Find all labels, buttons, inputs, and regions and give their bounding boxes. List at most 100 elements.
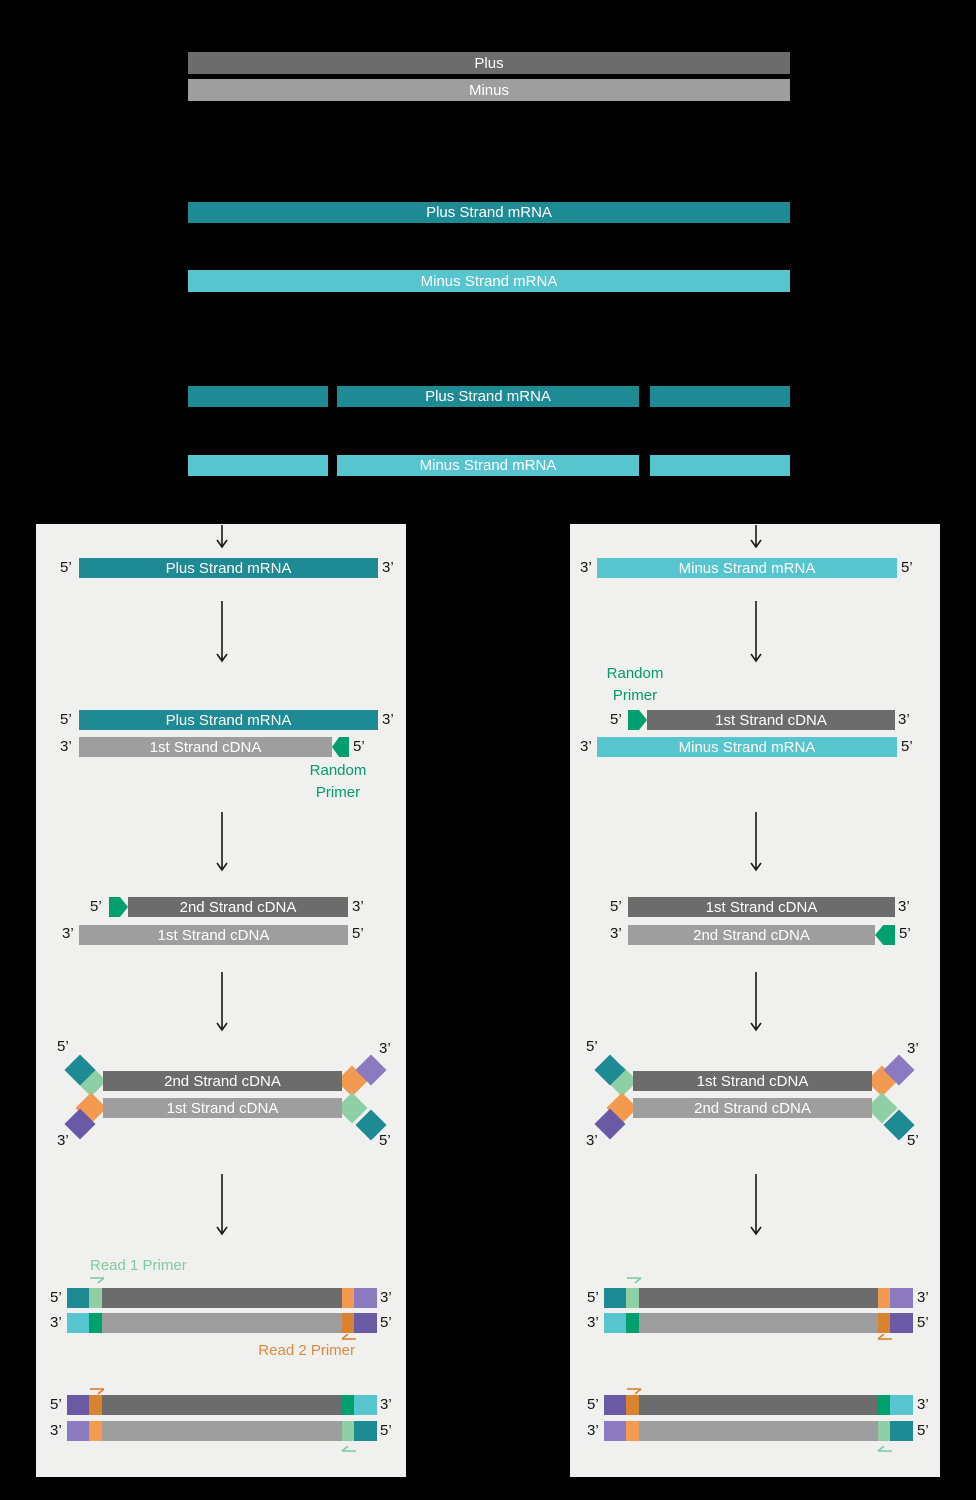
plus-genome-strand-bar: Plus — [188, 52, 790, 74]
p7-adapter-block — [890, 1313, 913, 1333]
insert-bottom-strand-block — [102, 1421, 342, 1441]
second-strand-cdna-adapter-bar: 2nd Strand cDNA — [633, 1098, 872, 1118]
end-label-3p: 3’ — [586, 1132, 598, 1149]
p7-adapter-block — [67, 1421, 89, 1441]
first-strand-cdna-bar: 1st Strand cDNA — [628, 897, 895, 917]
end-label-3p: 3’ — [380, 1289, 392, 1306]
end-label-5p: 5’ — [90, 898, 102, 915]
end-label-3p: 3’ — [380, 1396, 392, 1413]
end-label-3p: 3’ — [62, 925, 74, 942]
end-label-3p: 3’ — [587, 1314, 599, 1331]
bar-label: 1st Strand cDNA — [149, 738, 262, 756]
down-arrow-icon — [215, 1174, 229, 1236]
minus-mrna-label: Minus Strand mRNA — [420, 272, 558, 290]
bar-label: 1st Strand cDNA — [705, 898, 818, 916]
insert-top-strand-block — [102, 1395, 342, 1415]
minus-mrna-bar: Minus Strand mRNA — [188, 270, 790, 292]
end-label-3p: 3’ — [382, 559, 394, 576]
read1-primer-site-block — [89, 1313, 102, 1333]
end-label-5p: 5’ — [901, 738, 913, 755]
insert-bottom-strand-block — [102, 1313, 342, 1333]
end-label-5p: 5’ — [60, 559, 72, 576]
bar-label: Plus Strand mRNA — [165, 559, 292, 577]
insert-top-strand-block — [639, 1395, 878, 1415]
plus-mrna-fragment-center: Plus Strand mRNA — [337, 386, 639, 407]
random-primer-icon — [628, 710, 647, 730]
p5-adapter-block — [354, 1395, 377, 1415]
read2-primer-site-block — [626, 1421, 639, 1441]
read1-primer-site-block — [89, 1288, 102, 1308]
read1-primer-site-block — [342, 1421, 354, 1441]
read1-primer-arrow-icon — [340, 1446, 356, 1455]
end-label-3p: 3’ — [50, 1422, 62, 1439]
end-label-3p: 3’ — [917, 1396, 929, 1413]
end-label-5p: 5’ — [610, 898, 622, 915]
end-label-5p: 5’ — [587, 1396, 599, 1413]
end-label-3p: 3’ — [580, 738, 592, 755]
end-label-5p: 5’ — [586, 1038, 598, 1055]
end-label-3p: 3’ — [610, 925, 622, 942]
p7-adapter-block — [890, 1288, 913, 1308]
read1-primer-site-block — [626, 1288, 639, 1308]
p5-adapter-block — [67, 1288, 89, 1308]
read1-primer-label: Read 1 Primer — [90, 1257, 187, 1274]
end-label-3p: 3’ — [50, 1314, 62, 1331]
end-label-5p: 5’ — [901, 559, 913, 576]
second-strand-cdna-adapter-bar: 2nd Strand cDNA — [103, 1071, 342, 1091]
plus-mrna-fragment-label: Plus Strand mRNA — [425, 388, 551, 405]
end-label-5p: 5’ — [380, 1314, 392, 1331]
end-label-3p: 3’ — [379, 1040, 391, 1057]
end-label-3p: 3’ — [352, 898, 364, 915]
down-arrow-icon — [749, 601, 763, 663]
random-primer-note: Random Primer — [288, 760, 388, 804]
bar-label: 2nd Strand cDNA — [179, 898, 297, 916]
p5-adapter-block — [604, 1313, 626, 1333]
random-primer-icon — [332, 737, 349, 757]
first-strand-cdna-bar: 1st Strand cDNA — [79, 737, 332, 757]
minus-mrna-fragment-right — [650, 455, 790, 476]
bar-label: 1st Strand cDNA — [166, 1099, 279, 1117]
read1-primer-arrow-icon — [627, 1275, 643, 1284]
read2-primer-arrow-icon — [90, 1386, 106, 1395]
bar-label: 1st Strand cDNA — [157, 926, 270, 944]
random-primer-icon — [875, 925, 895, 945]
end-label-3p: 3’ — [587, 1422, 599, 1439]
bar-label: 1st Strand cDNA — [696, 1072, 809, 1090]
minus-mrna-fragment-label: Minus Strand mRNA — [419, 457, 557, 474]
end-label-5p: 5’ — [57, 1038, 69, 1055]
end-label-5p: 5’ — [917, 1422, 929, 1439]
end-label-5p: 5’ — [899, 925, 911, 942]
random-primer-line1: Random — [606, 665, 664, 682]
down-arrow-icon — [215, 601, 229, 663]
plus-mrna-fragment-right — [650, 386, 790, 407]
read1-primer-site-block — [878, 1421, 890, 1441]
read1-primer-arrow-icon — [90, 1275, 106, 1284]
end-label-5p: 5’ — [610, 711, 622, 728]
end-label-3p: 3’ — [382, 711, 394, 728]
end-label-3p: 3’ — [60, 738, 72, 755]
bar-label: Minus Strand mRNA — [678, 559, 816, 577]
second-strand-cdna-bar: 2nd Strand cDNA — [628, 925, 875, 945]
bar-label: 2nd Strand cDNA — [164, 1072, 281, 1090]
plus-genome-label: Plus — [474, 54, 504, 72]
plus-mrna-template-bar: Plus Strand mRNA — [79, 710, 378, 730]
end-label-5p: 5’ — [50, 1289, 62, 1306]
read2-primer-site-block — [878, 1288, 890, 1308]
p5-adapter-block — [67, 1313, 89, 1333]
bar-label: 2nd Strand cDNA — [693, 926, 810, 944]
first-strand-cdna-adapter-bar: 1st Strand cDNA — [103, 1098, 342, 1118]
bar-label: 1st Strand cDNA — [715, 711, 827, 729]
bar-label: Plus Strand mRNA — [165, 711, 292, 729]
first-strand-cdna-adapter-bar: 1st Strand cDNA — [633, 1071, 872, 1091]
random-primer-line2: Primer — [612, 687, 658, 704]
p5-adapter-block — [354, 1421, 377, 1441]
p5-adapter-block — [890, 1421, 913, 1441]
read1-primer-site-block — [878, 1395, 890, 1415]
minus-genome-label: Minus — [468, 81, 509, 99]
p7-adapter-block — [604, 1421, 626, 1441]
read1-primer-site-block — [342, 1395, 354, 1415]
read1-primer-site-block — [626, 1313, 639, 1333]
down-arrow-icon — [749, 1174, 763, 1236]
read2-primer-arrow-icon — [627, 1386, 643, 1395]
p5-adapter-block — [604, 1288, 626, 1308]
